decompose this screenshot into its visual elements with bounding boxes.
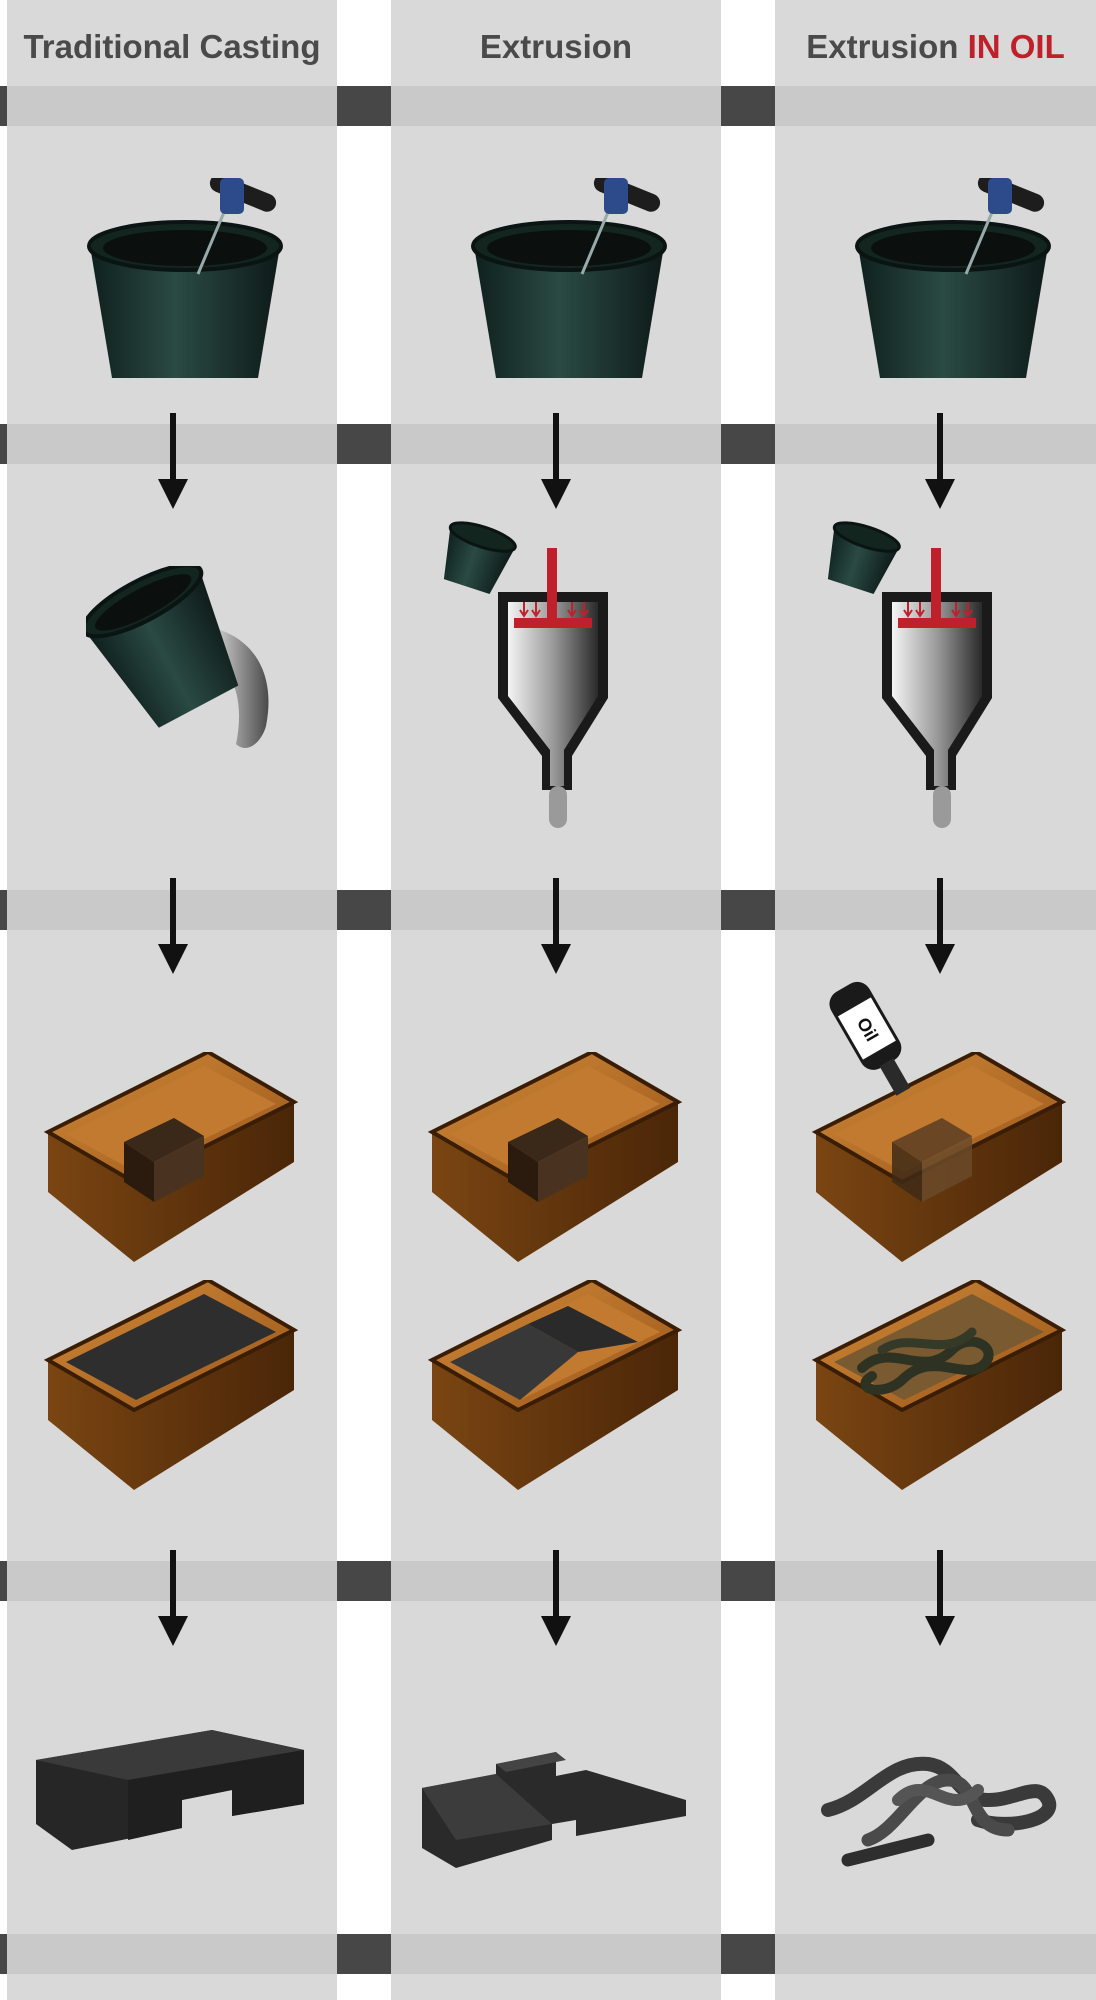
column-title: Extrusion <box>391 22 721 72</box>
down-arrow-icon <box>158 1550 188 1646</box>
mold-box-icon <box>812 1280 1066 1500</box>
connector <box>337 424 391 464</box>
connector <box>0 1934 7 1974</box>
connector <box>337 1934 391 1974</box>
extruder-icon <box>820 518 1060 838</box>
cast-part-icon <box>416 1740 696 1880</box>
connector <box>0 1561 7 1601</box>
down-arrow-icon <box>925 878 955 974</box>
mold-box-icon <box>428 1280 682 1500</box>
connector <box>721 1561 775 1601</box>
down-arrow-icon <box>925 413 955 509</box>
bucket-mixer-icon <box>80 178 300 388</box>
connector <box>337 1561 391 1601</box>
column-title-accent: IN OIL <box>968 28 1065 65</box>
connector <box>0 86 7 126</box>
connector <box>721 1934 775 1974</box>
down-arrow-icon <box>541 878 571 974</box>
mold-box-icon <box>44 1052 298 1272</box>
bucket-mixer-icon <box>848 178 1068 388</box>
connector <box>337 890 391 930</box>
bucket-mixer-icon <box>464 178 684 388</box>
column-title: Extrusion IN OIL <box>775 22 1096 72</box>
separator-band <box>0 1934 1096 1974</box>
column-title-main: Extrusion <box>806 28 958 65</box>
column-title: Traditional Casting <box>7 22 337 72</box>
cast-part-icon <box>32 1724 312 1884</box>
cast-part-icon <box>808 1740 1068 1880</box>
down-arrow-icon <box>925 1550 955 1646</box>
mold-box-icon <box>44 1280 298 1500</box>
down-arrow-icon <box>158 413 188 509</box>
connector <box>0 890 7 930</box>
connector <box>0 424 7 464</box>
down-arrow-icon <box>541 413 571 509</box>
down-arrow-icon <box>541 1550 571 1646</box>
connector <box>721 890 775 930</box>
pour-icon <box>86 566 286 756</box>
extruder-icon <box>436 518 676 838</box>
mold-box-icon <box>428 1052 682 1272</box>
down-arrow-icon <box>158 878 188 974</box>
separator-band <box>0 86 1096 126</box>
connector <box>721 424 775 464</box>
connector <box>337 86 391 126</box>
oil-bottle-icon: Oil <box>822 970 932 1110</box>
connector <box>721 86 775 126</box>
